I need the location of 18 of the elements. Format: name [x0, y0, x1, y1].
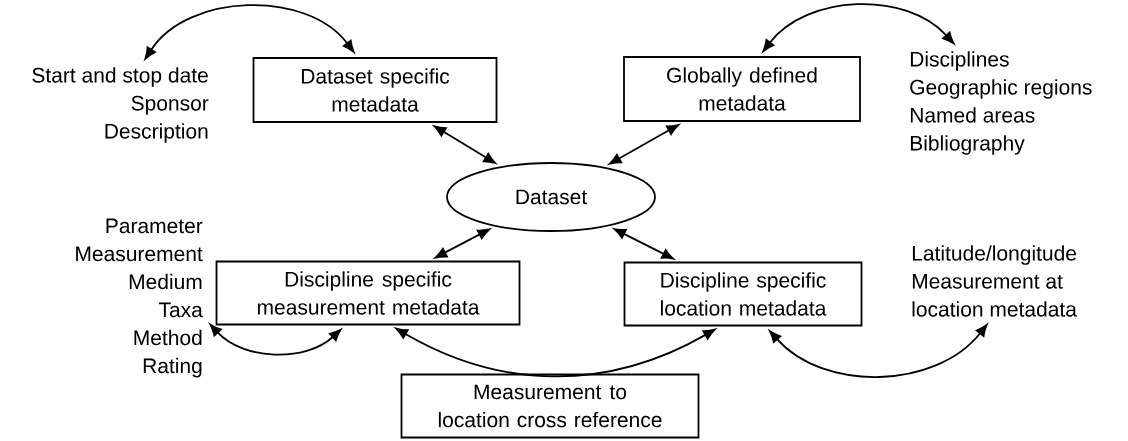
item-list: Start and stop date Sponsor Description [32, 67, 209, 143]
item-list: Parameter Measurement Medium Taxa Method Rating [76, 218, 203, 378]
curved-arrow [144, 4, 355, 60]
metadata-box: Dataset specific metadata [252, 57, 498, 123]
arrow [434, 228, 490, 259]
metadata-box: Globally defined metadata [623, 56, 861, 122]
curved-arrow [769, 324, 988, 378]
curved-arrow [209, 323, 342, 356]
metadata-box: Discipline specific measurement metadata [215, 260, 521, 326]
cross-reference-box: Measurement to location cross reference [400, 373, 700, 439]
arrow [608, 124, 680, 165]
item-list: Disciplines Geographic regions Named areas Bibliography [910, 51, 1092, 155]
metadata-box: Discipline specific location metadata [623, 261, 863, 327]
arrow [613, 228, 675, 260]
curved-arrow [762, 3, 955, 52]
item-list: Latitude/longitude Measurement at location metadata [912, 245, 1077, 317]
arrow [433, 125, 496, 164]
curved-arrow [395, 327, 716, 378]
